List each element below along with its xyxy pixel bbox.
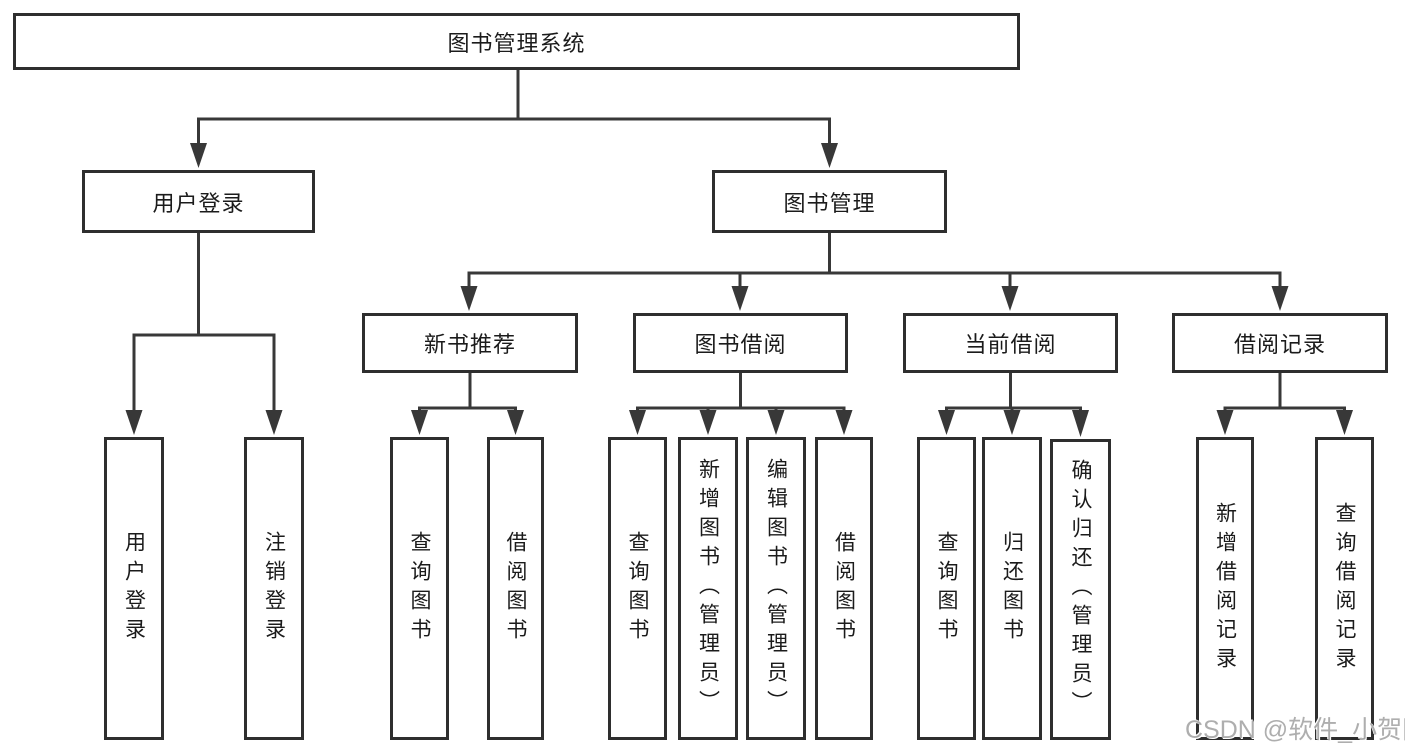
leaf-return-books-label: 归还图书 (1000, 530, 1024, 647)
node-book-borrow-label: 图书借阅 (694, 332, 787, 357)
leaf-recommend-query-books-label: 查询图书 (408, 530, 431, 647)
leaf-borrow-query-books: 查询图书 (608, 437, 667, 740)
node-user-login-label: 用户登录 (152, 190, 245, 216)
node-borrow-records-label: 借阅记录 (1233, 332, 1326, 357)
leaf-logout-label: 注销登录 (262, 530, 286, 647)
node-book-management: 图书管理 (712, 170, 947, 233)
leaf-query-borrow-record: 查询借阅记录 (1315, 437, 1374, 740)
node-current-borrow: 当前借阅 (903, 313, 1118, 373)
leaf-edit-books-admin: 编辑图书（管理员） (746, 437, 806, 740)
leaf-recommend-borrow-books: 借阅图书 (487, 437, 544, 740)
leaf-current-query-books: 查询图书 (917, 437, 976, 740)
node-user-login: 用户登录 (82, 170, 315, 233)
node-new-book-recommend-label: 新书推荐 (423, 332, 516, 357)
leaf-query-borrow-record-label: 查询借阅记录 (1333, 501, 1356, 676)
leaf-recommend-borrow-books-label: 借阅图书 (504, 530, 527, 647)
node-new-book-recommend: 新书推荐 (362, 313, 578, 373)
node-book-management-label: 图书管理 (783, 190, 876, 216)
node-borrow-records: 借阅记录 (1172, 313, 1388, 373)
leaf-user-login-label: 用户登录 (122, 530, 146, 647)
leaf-return-books: 归还图书 (982, 437, 1042, 740)
leaf-borrow-books: 借阅图书 (815, 437, 873, 740)
leaf-borrow-query-books-label: 查询图书 (626, 530, 649, 647)
watermark: CSDN @软件_小贺同学 (1185, 716, 1405, 744)
leaf-borrow-books-label: 借阅图书 (832, 530, 856, 647)
leaf-add-books-admin: 新增图书（管理员） (678, 437, 738, 740)
node-root: 图书管理系统 (13, 13, 1020, 70)
leaf-edit-books-admin-label: 编辑图书（管理员） (764, 458, 788, 719)
leaf-add-borrow-record-label: 新增借阅记录 (1213, 501, 1237, 676)
leaf-current-query-books-label: 查询图书 (935, 530, 958, 647)
node-root-label: 图书管理系统 (447, 30, 586, 56)
leaf-add-books-admin-label: 新增图书（管理员） (696, 458, 720, 719)
leaf-confirm-return-admin-label: 确认归还（管理员） (1069, 459, 1092, 720)
node-current-borrow-label: 当前借阅 (964, 332, 1057, 357)
leaf-recommend-query-books: 查询图书 (390, 437, 449, 740)
leaf-user-login: 用户登录 (104, 437, 164, 740)
leaf-logout: 注销登录 (244, 437, 304, 740)
node-book-borrow: 图书借阅 (633, 313, 848, 373)
leaf-confirm-return-admin: 确认归还（管理员） (1050, 439, 1111, 740)
leaf-add-borrow-record: 新增借阅记录 (1196, 437, 1254, 740)
